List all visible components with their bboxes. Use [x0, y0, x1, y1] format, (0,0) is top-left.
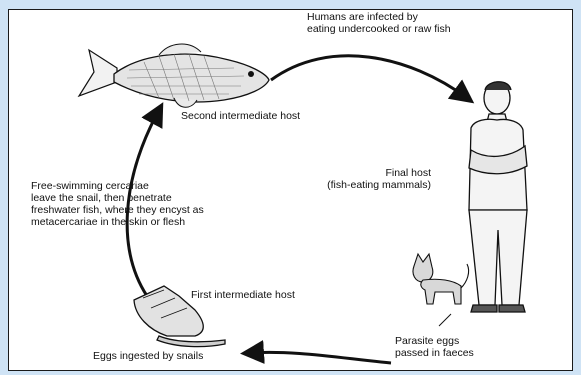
- label-final-host: Final host (fish-eating mammals): [299, 167, 431, 191]
- label-first-host-text: First intermediate host: [191, 289, 295, 301]
- label-parasite-eggs-line2: passed in faeces: [395, 347, 474, 359]
- label-eggs-ingested: Eggs ingested by snails: [93, 350, 203, 362]
- label-humans-infected-line1: Humans are infected by: [307, 11, 451, 23]
- label-cercariae-line2: leave the snail, then penetrate: [31, 192, 204, 204]
- label-cercariae-line3: freshwater fish, where they encyst as: [31, 204, 204, 216]
- label-cercariae-line1: Free-swimming cercariae: [31, 180, 204, 192]
- label-final-host-line2: (fish-eating mammals): [299, 179, 431, 191]
- human-illustration: [469, 82, 527, 312]
- fish-illustration: [79, 44, 269, 107]
- label-parasite-eggs-line1: Parasite eggs: [395, 335, 474, 347]
- eggs-pointer-line: [439, 314, 451, 326]
- label-eggs-ingested-text: Eggs ingested by snails: [93, 350, 203, 362]
- label-final-host-line1: Final host: [299, 167, 431, 179]
- label-humans-infected-line2: eating undercooked or raw fish: [307, 23, 451, 35]
- label-first-host: First intermediate host: [191, 289, 295, 301]
- label-second-host: Second intermediate host: [181, 110, 300, 122]
- arrow-faeces-to-snail: [249, 352, 391, 363]
- label-second-host-text: Second intermediate host: [181, 110, 300, 122]
- label-cercariae: Free-swimming cercariae leave the snail,…: [31, 180, 204, 228]
- cat-illustration: [413, 254, 469, 304]
- arrow-fish-to-human: [271, 56, 467, 98]
- label-parasite-eggs: Parasite eggs passed in faeces: [395, 335, 474, 359]
- label-cercariae-line4: metacercariae in the skin or flesh: [31, 216, 204, 228]
- label-humans-infected: Humans are infected by eating undercooke…: [307, 11, 451, 35]
- lifecycle-diagram: Humans are infected by eating undercooke…: [8, 9, 573, 371]
